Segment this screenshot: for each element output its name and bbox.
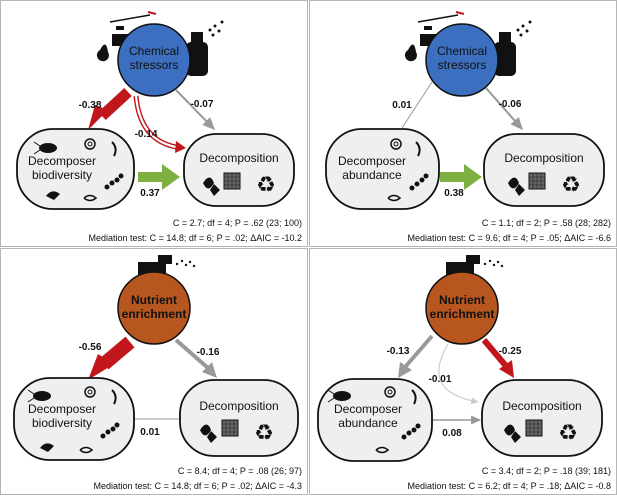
path-stressor-to-decomposition <box>481 338 509 368</box>
decomposer-fauna-icon <box>27 386 120 454</box>
stats-line: C = 8.4; df = 4; P = .08 (26; 97) <box>178 466 302 476</box>
path-decomposer-to-decomposition <box>440 164 482 190</box>
stats-line: C = 2.7; df = 4; P = .62 (23; 100) <box>173 218 302 228</box>
path-label-stressor-to-decomposition: -0.16 <box>197 347 220 358</box>
arrowhead-stressor-to-decomposition <box>202 362 217 378</box>
path-label-decomposer-to-decomposition: 0.37 <box>140 188 160 199</box>
path-label-decomposer-to-decomposition: 0.38 <box>444 188 464 199</box>
svg-text:♻: ♻ <box>254 420 274 445</box>
path-label-indirect: -0.01 <box>429 374 452 385</box>
mediation-line: Mediation test: C = 14.8; df = 6; P = .0… <box>94 481 302 491</box>
path-label-stressor-to-decomposer: 0.01 <box>392 100 412 111</box>
arrowhead-stressor-to-decomposer <box>88 105 108 130</box>
arrowhead-indirect <box>175 141 186 153</box>
mediation-line: Mediation test: C = 6.2; df = 4; P = .18… <box>408 481 611 491</box>
decomposer-fauna-icon <box>327 386 421 454</box>
mediation-line: Mediation test: C = 14.8; df = 6; P = .0… <box>89 233 302 243</box>
path-indirect-inner <box>134 95 177 149</box>
decomposition-label: Decomposition <box>199 151 278 165</box>
path-stressor-to-decomposer <box>99 336 135 370</box>
path-indirect <box>438 343 479 405</box>
path-label-stressor-to-decomposition: -0.25 <box>499 346 522 357</box>
decomposition-label: Decomposition <box>199 399 278 413</box>
path-label-indirect: -0.14 <box>135 129 158 140</box>
decomposition-node <box>183 133 295 207</box>
path-stressor-to-decomposer <box>98 87 132 121</box>
arrowhead-stressor-to-decomposer <box>88 354 114 380</box>
path-stressor-to-decomposer <box>401 81 433 129</box>
svg-text:♻: ♻ <box>561 172 581 197</box>
path-label-stressor-to-decomposer: -0.13 <box>387 346 410 357</box>
decomposition-node <box>481 379 603 457</box>
decomposition-node <box>179 379 299 457</box>
path-stressor-to-decomposition <box>175 89 215 131</box>
path-label-decomposer-to-decomposition: 0.01 <box>140 427 160 438</box>
stats-line: C = 1.1; df = 2; P = .58 (28; 282) <box>482 218 611 228</box>
leaf-litter-recycle-icon: ♻ <box>203 172 276 197</box>
path-stressor-to-decomposition <box>174 338 210 370</box>
stressor-node <box>425 271 499 345</box>
path-label-stressor-to-decomposer: -0.56 <box>79 342 102 353</box>
stressor-node <box>425 23 499 97</box>
leaf-litter-recycle-icon: ♻ <box>508 172 581 197</box>
decomposition-node <box>483 133 605 207</box>
decomposer-fauna-icon <box>387 138 429 202</box>
decomposer-fauna-icon <box>33 138 124 202</box>
path-decomposer-to-decomposition <box>138 164 180 190</box>
arrowhead-stressor-to-decomposition <box>499 360 514 378</box>
path-stressor-to-decomposition <box>485 87 523 131</box>
svg-text:♻: ♻ <box>256 172 276 197</box>
stressor-node <box>117 271 191 345</box>
decomposition-label: Decomposition <box>504 151 583 165</box>
path-stressor-to-decomposer <box>404 334 434 368</box>
stressor-node <box>117 23 191 97</box>
stats-line: C = 3.4; df = 2; P = .18 (39; 181) <box>482 466 611 476</box>
leaf-litter-recycle-icon: ♻ <box>504 419 578 445</box>
chemical-bottle-spray-icon <box>404 11 532 76</box>
mediation-line: Mediation test: C = 9.6; df = 4; P = .05… <box>408 233 611 243</box>
arrowhead-stressor-to-decomposer <box>398 362 412 378</box>
path-label-stressor-to-decomposer: -0.38 <box>79 100 102 111</box>
path-label-stressor-to-decomposition: -0.06 <box>499 99 522 110</box>
path-label-decomposer-to-decomposition: 0.08 <box>442 428 462 439</box>
svg-text:♻: ♻ <box>558 420 578 445</box>
decomposition-label: Decomposition <box>502 399 581 413</box>
path-label-stressor-to-decomposition: -0.07 <box>191 99 214 110</box>
leaf-litter-recycle-icon: ♻ <box>200 419 274 445</box>
